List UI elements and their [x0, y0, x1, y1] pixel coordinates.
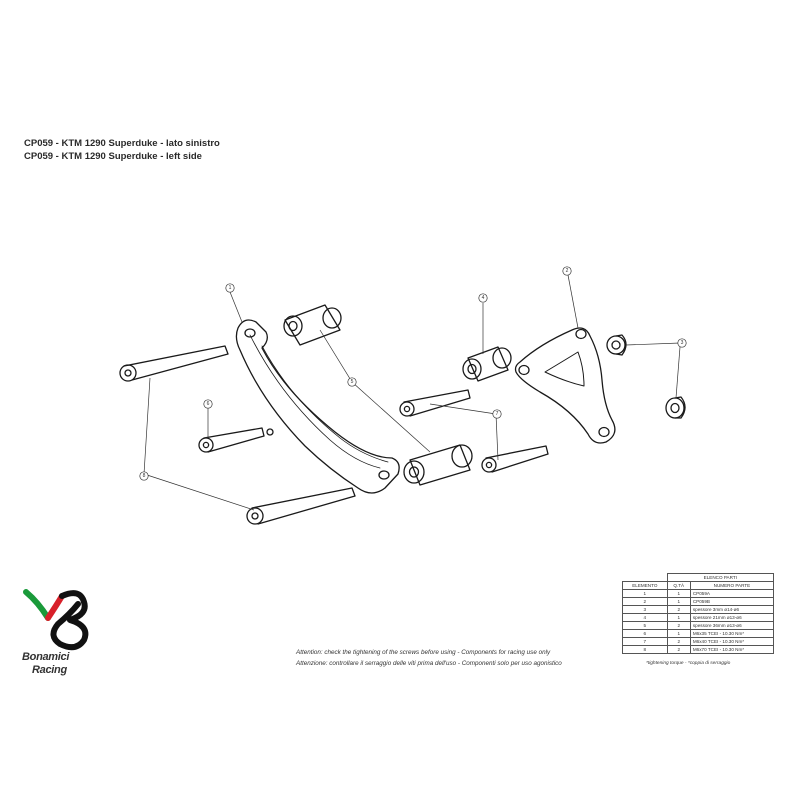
screw-m6x40-upper [399, 389, 471, 417]
table-cell: 6 [622, 629, 668, 638]
callout-5: 5 [351, 379, 354, 385]
table-row: 8 2 M6x70 TCEI - 10.30 Nm* [622, 645, 775, 654]
callout-circle-1 [225, 283, 235, 293]
table-row: 1 1 CP059A [622, 589, 775, 598]
callout-circle-7 [492, 409, 502, 419]
header-part-number: NUMERO PARTE [689, 581, 775, 590]
table-cell: 8 [622, 645, 668, 654]
parts-table-spacer [623, 574, 668, 582]
callout-circle-5 [347, 377, 357, 387]
callout-3: 3 [681, 340, 684, 346]
bracket-left-part-1 [235, 319, 400, 494]
header-element: ELEMENTO [622, 581, 668, 590]
callout-4: 4 [482, 295, 485, 301]
screw-m6x35 [198, 427, 265, 453]
callout-1: 1 [229, 285, 232, 291]
brand-name-line2: Racing [32, 664, 67, 676]
screw-m6x70-upper [119, 345, 229, 382]
title-italian: CP059 - KTM 1290 Superduke - lato sinist… [24, 138, 220, 149]
table-cell: 7 [622, 637, 668, 646]
table-cell: CP059A [689, 589, 775, 598]
bracket-right-part-2 [514, 327, 616, 444]
table-cell: 4 [622, 613, 668, 622]
title-english: CP059 - KTM 1290 Superduke - left side [24, 151, 202, 162]
table-cell: M6x35 TCEI - 10.30 Nm* [689, 629, 775, 638]
callout-2: 2 [566, 268, 569, 274]
brand-name-line1: Bonamici [22, 651, 70, 663]
callouts [139, 266, 687, 481]
table-cell: 5 [622, 621, 668, 630]
table-cell: 2 [622, 597, 668, 606]
table-cell: M6x40 TCEI - 10.30 Nm* [689, 637, 775, 646]
table-cell: 1 [666, 613, 691, 622]
table-row: 7 2 M6x40 TCEI - 10.30 Nm* [622, 637, 775, 646]
table-cell: spessore 21mm ø13-ø6 [689, 613, 775, 622]
table-row: 5 2 spessore 36mm ø13-ø6 [622, 621, 775, 630]
screw-m6x70-lower [246, 487, 356, 525]
table-cell: 2 [666, 605, 691, 614]
table-cell: CP059B [689, 597, 775, 606]
callout-circle-4 [478, 293, 488, 303]
parts-table: ELENCO PARTI ELEMENTO Q.TÀ NUMERO PARTE … [622, 573, 775, 654]
table-cell: 1 [622, 589, 668, 598]
table-cell: 2 [666, 645, 691, 654]
bonamici-logo [23, 589, 89, 651]
table-cell: 1 [666, 589, 691, 598]
washer-3mm-lower [665, 396, 686, 419]
table-cell: 1 [666, 629, 691, 638]
callout-circle-6 [203, 399, 213, 409]
callout-circle-3 [677, 338, 687, 348]
callout-8: 8 [143, 473, 146, 479]
torque-legend: *tightening torque - *coppia di serraggi… [646, 661, 731, 666]
table-row: 4 1 spessore 21mm ø13-ø6 [622, 613, 775, 622]
spacer-36mm-lower [403, 444, 473, 486]
callout-circle-2 [562, 266, 572, 276]
parts-table-caption: ELENCO PARTI [666, 573, 775, 582]
table-cell: spessore 3mm ø14-ø6 [689, 605, 775, 614]
spacer-36mm-upper [283, 304, 342, 346]
callout-7: 7 [496, 411, 499, 417]
header-qty: Q.TÀ [666, 581, 691, 590]
table-cell: 1 [666, 597, 691, 606]
screw-m6x40-lower [481, 445, 549, 473]
washer-3mm-upper [606, 334, 627, 356]
table-row: 3 2 spessore 3mm ø14-ø6 [622, 605, 775, 614]
leader-lines [143, 274, 681, 511]
attention-note-english: Attention: check the tightening of the s… [296, 649, 551, 656]
callout-6: 6 [207, 401, 210, 407]
table-cell: 3 [622, 605, 668, 614]
table-row: 6 1 M6x35 TCEI - 10.30 Nm* [622, 629, 775, 638]
table-cell: M6x70 TCEI - 10.30 Nm* [689, 645, 775, 654]
spacer-21mm [462, 346, 512, 382]
attention-note-italian: Attenzione: controllare il serraggio del… [296, 660, 562, 667]
table-cell: 2 [666, 637, 691, 646]
table-cell: spessore 36mm ø13-ø6 [689, 621, 775, 630]
callout-circle-8 [139, 471, 149, 481]
table-row: 2 1 CP059B [622, 597, 775, 606]
table-cell: 2 [666, 621, 691, 630]
